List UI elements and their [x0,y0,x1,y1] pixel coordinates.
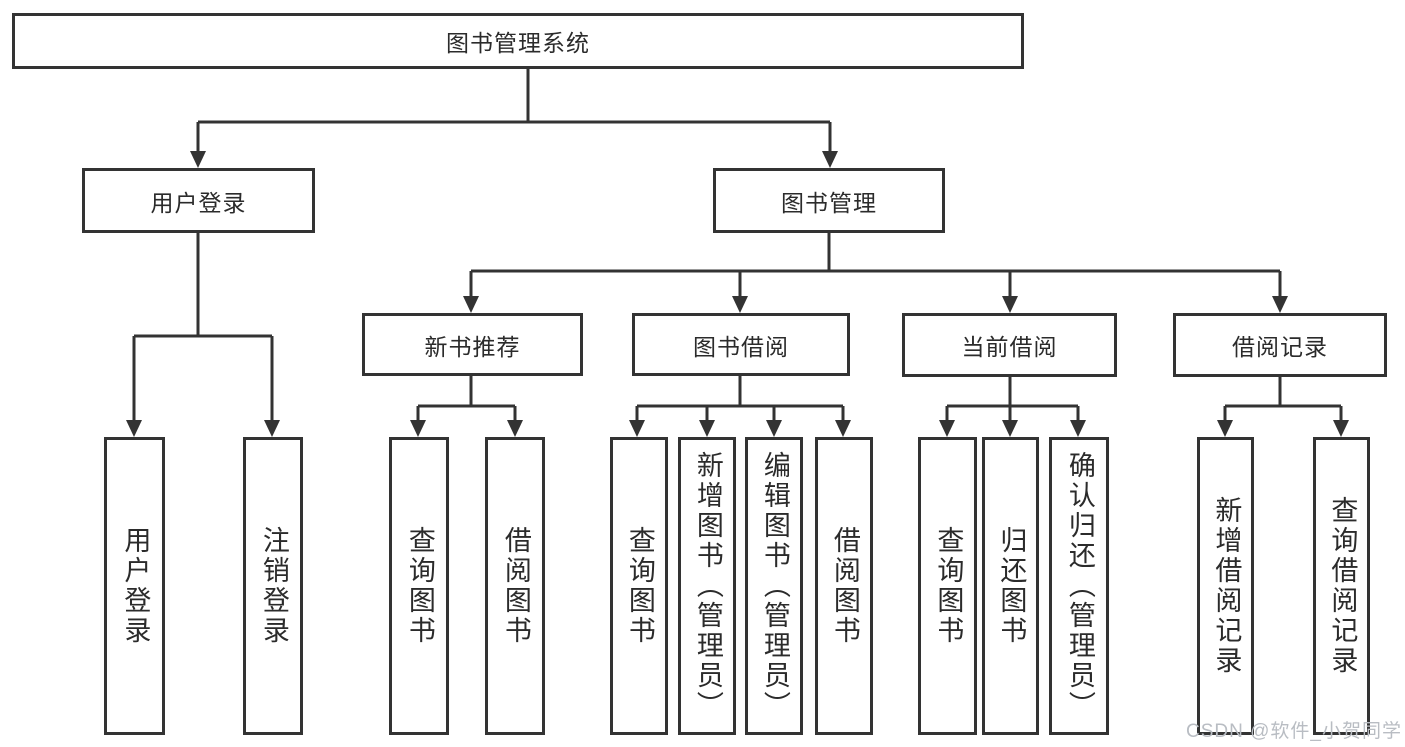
node-label: 图书管理系统 [446,30,590,56]
leaf-edit-books-admin: 编辑图书（管理员） [745,437,803,735]
leaf-borrow-books-borrowing: 借阅图书 [815,437,873,735]
node-label: 查询图书 [404,526,435,646]
node-book-borrowing: 图书借阅 [632,313,850,376]
watermark: CSDN @软件_小贺同学 [1186,721,1402,742]
connector-paths [132,69,1343,422]
node-label: 确认归还（管理员） [1064,451,1095,721]
node-label: 图书借阅 [693,333,789,360]
leaf-query-borrowing-record: 查询借阅记录 [1313,437,1370,735]
leaf-return-books: 归还图书 [982,437,1039,735]
node-label: 当前借阅 [961,334,1058,360]
node-label: 查询借阅记录 [1327,496,1358,676]
node-book-management: 图书管理 [713,168,945,233]
node-label: 查询图书 [624,526,655,646]
arrowheads [126,151,1349,437]
leaf-add-borrowing-record: 新增借阅记录 [1197,437,1254,735]
node-label: 用户登录 [120,526,151,646]
node-label: 图书管理 [781,189,877,216]
node-label: 归还图书 [996,526,1027,646]
node-label: 借阅图书 [500,526,531,646]
node-label: 借阅记录 [1232,334,1328,360]
node-borrowing-records: 借阅记录 [1173,313,1387,377]
node-library-management-system: 图书管理系统 [12,13,1024,69]
leaf-query-books-recommend: 查询图书 [389,437,449,735]
node-label: 编辑图书（管理员） [759,451,790,721]
node-new-book-recommendation: 新书推荐 [362,313,583,376]
leaf-query-books-borrowing: 查询图书 [610,437,668,735]
leaf-user-login: 用户登录 [104,437,165,735]
node-current-borrowing: 当前借阅 [902,313,1117,377]
leaf-logout-login: 注销登录 [243,437,303,735]
node-label: 查询图书 [933,526,964,646]
node-user-login: 用户登录 [82,168,315,233]
leaf-add-books-admin: 新增图书（管理员） [678,437,736,735]
node-label: 新书推荐 [424,333,521,360]
leaf-borrow-books-recommend: 借阅图书 [485,437,545,735]
node-label: 新增借阅记录 [1211,496,1242,676]
node-label: 注销登录 [258,526,289,646]
node-label: 用户登录 [150,189,247,216]
node-label: 新增图书（管理员） [692,451,723,721]
leaf-confirm-return-admin: 确认归还（管理员） [1049,437,1109,735]
node-label: 借阅图书 [829,526,860,646]
leaf-query-books-current: 查询图书 [918,437,977,735]
